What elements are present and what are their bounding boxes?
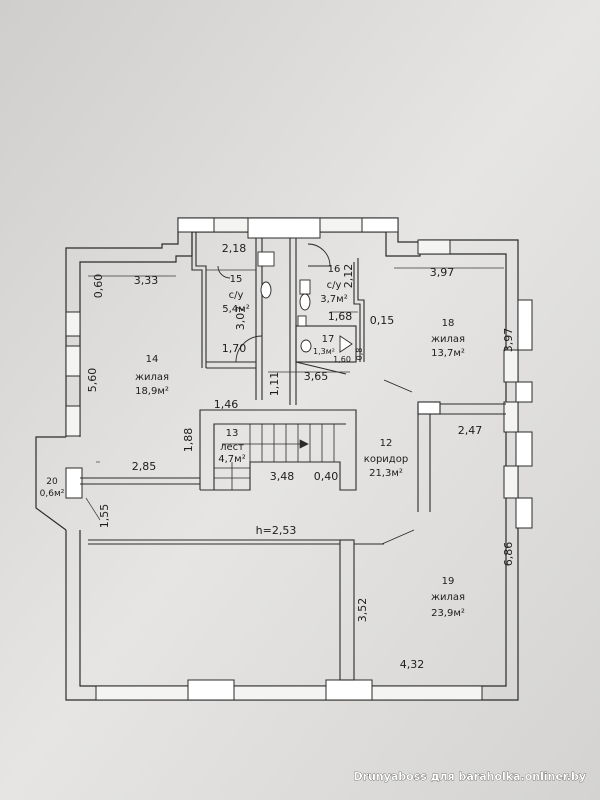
- dim-1-46: 1,46: [214, 398, 239, 411]
- room-18-area: 13,7м²: [431, 348, 465, 359]
- dim-1-68: 1,68: [328, 310, 353, 323]
- room-18-name: жилая: [431, 334, 465, 345]
- dim-1-11: 1,11: [268, 372, 281, 397]
- dim-0-8: 0,8: [355, 348, 364, 361]
- room-labels: 14 жилая 18,9м² 15 с/у 5,4м² 16 с/у 3,7м…: [40, 264, 465, 619]
- dim-3-33: 3,33: [134, 274, 159, 287]
- room-15-number: 15: [230, 274, 243, 285]
- dimension-labels: 2,18 3,33 0,60 3,07 1,70 5,60 2,12 1,68 …: [86, 242, 515, 671]
- room-12-area: 21,3м²: [369, 468, 403, 479]
- dim-2-85: 2,85: [132, 460, 157, 473]
- room-14-number: 14: [146, 354, 159, 365]
- dim-1-88: 1,88: [182, 428, 195, 453]
- fixtures: [257, 251, 353, 353]
- dim-2-47: 2,47: [458, 424, 483, 437]
- staircase: [214, 424, 335, 490]
- dim-5-60: 5,60: [86, 368, 99, 393]
- room-17-number: 17: [322, 334, 335, 345]
- room-16-number: 16: [328, 264, 341, 275]
- room-16-name: с/у: [327, 280, 342, 291]
- watermark: Drunyaboss для baraholka.onliner.by: [353, 770, 586, 783]
- room-12-name: коридор: [364, 454, 408, 465]
- ceiling-height: h=2,53: [256, 524, 297, 537]
- room-15-area: 5,4м²: [222, 304, 249, 315]
- dim-3-07: 3,07: [234, 306, 247, 331]
- room-19-area: 23,9м²: [431, 608, 465, 619]
- interior-walls: [80, 232, 506, 681]
- dim-3-97-top: 3,97: [430, 266, 455, 279]
- dim-0-60: 0,60: [92, 274, 105, 299]
- door-swings: [217, 243, 415, 545]
- room-12-number: 12: [380, 438, 393, 449]
- dim-3-65: 3,65: [304, 370, 329, 383]
- room-17-area: 1,3м²: [313, 347, 335, 356]
- room-18-number: 18: [442, 318, 455, 329]
- room-19-number: 19: [442, 576, 455, 587]
- room-15-name: с/у: [229, 290, 244, 301]
- dim-3-52: 3,52: [356, 598, 369, 623]
- dim-4-32: 4,32: [400, 658, 425, 671]
- wall-piers: [65, 217, 533, 701]
- room-16-area: 3,7м²: [320, 294, 347, 305]
- dim-1-70: 1,70: [222, 342, 247, 355]
- room-14-area: 18,9м²: [135, 386, 169, 397]
- dim-2-18: 2,18: [222, 242, 247, 255]
- room-14-name: жилая: [135, 372, 169, 383]
- dim-3-48: 3,48: [270, 470, 295, 483]
- dim-2-12: 2,12: [342, 264, 355, 289]
- room-20-area: 0,6м²: [40, 489, 65, 499]
- dim-6-86: 6,86: [502, 542, 515, 567]
- room-13-name: лест: [220, 442, 244, 453]
- dim-0-15: 0,15: [370, 314, 395, 327]
- dimension-lines: [85, 267, 504, 521]
- dim-1-60: 1,60: [333, 355, 351, 364]
- dim-0-40: 0,40: [314, 470, 339, 483]
- room-19-name: жилая: [431, 592, 465, 603]
- room-13-area: 4,7м²: [218, 454, 245, 465]
- room-13-number: 13: [226, 428, 239, 439]
- dim-3-97-side: 3,97: [502, 328, 515, 353]
- dim-1-55: 1,55: [98, 504, 111, 529]
- room-20-number: 20: [46, 477, 58, 487]
